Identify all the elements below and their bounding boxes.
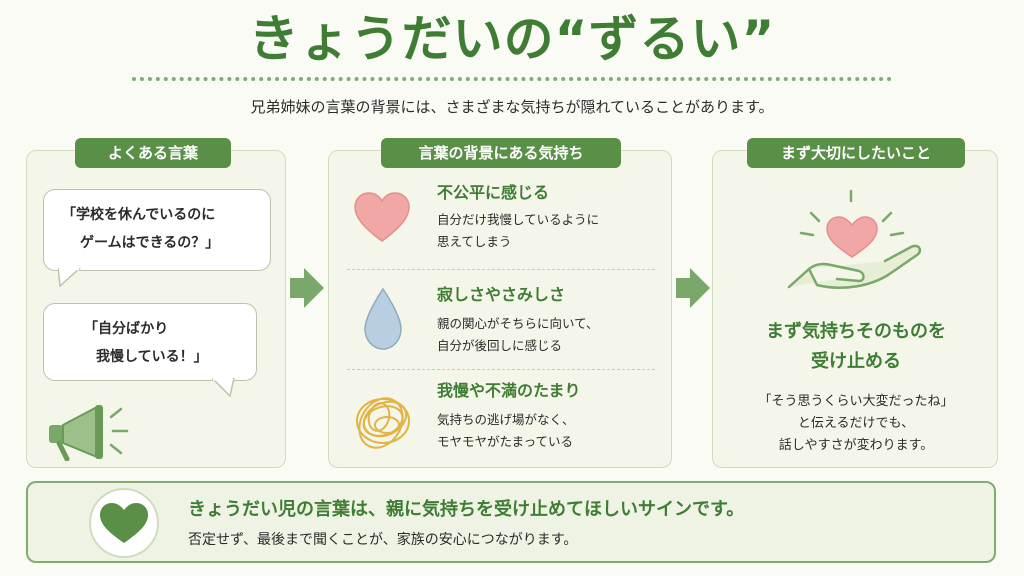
divider: [347, 369, 655, 370]
priority-note-line: 話しやすさが変わります。: [778, 438, 934, 453]
bubble-2-line-2: 我慢している！」: [96, 349, 208, 365]
priority-panel: まず大切にしたいこと まず気持ちそのものを 受け止める 「そう思うくらい大変だっ…: [712, 138, 999, 468]
page-subtitle: 兄弟姉妹の言葉の背景には、さまざまな気持ちが隠れていることがあります。: [250, 98, 774, 116]
feeling-desc-line: 自分が後回しに感じる: [437, 338, 563, 353]
priority-note: 「そう思うくらい大変だったね」 と伝えるだけでも、 話しやすさが変わります。: [713, 391, 999, 457]
heart-icon: [354, 192, 410, 242]
key-message-box: きょうだい児の言葉は、親に気持ちを受け止めてほしいサインです。 否定せず、最後ま…: [26, 481, 996, 563]
feeling-description: 親の関心がそちらに向いて、 自分が後回しに感じる: [437, 313, 667, 357]
title-divider: [132, 77, 892, 81]
flow-arrow-2: [676, 268, 710, 308]
bubble-1-line-1: 「学校を休んでいるのに: [62, 207, 216, 223]
common-words-header: よくある言葉: [75, 138, 231, 168]
feeling-item-unfair: 不公平に感じる 自分だけ我慢しているように 思えてしまう: [329, 171, 673, 271]
feeling-desc-line: 自分だけ我慢しているように: [437, 212, 600, 227]
feeling-desc-line: モヤモヤがたまっている: [437, 434, 574, 449]
flow-arrow-1: [290, 268, 324, 308]
priority-main-line: 受け止める: [811, 351, 901, 372]
feeling-desc-line: 気持ちの逃げ場がなく、: [437, 412, 575, 427]
feeling-description: 自分だけ我慢しているように 思えてしまう: [437, 209, 667, 253]
priority-header: まず大切にしたいこと: [747, 138, 965, 168]
feeling-title: 我慢や不満のたまり: [437, 381, 581, 400]
feelings-header: 言葉の背景にある気持ち: [381, 138, 621, 168]
priority-main-line: まず気持ちそのものを: [766, 321, 946, 342]
feelings-panel: 言葉の背景にある気持ち 不公平に感じる 自分だけ我慢しているように 思えてしまう…: [328, 138, 673, 468]
hand-holding-heart-icon: [787, 189, 922, 289]
common-words-panel: よくある言葉 「学校を休んでいるのに ゲームはできるの？」 「自分ばかり 我慢し…: [26, 138, 286, 468]
bubble-1-line-2: ゲームはできるの？」: [80, 235, 220, 251]
water-drop-icon: [364, 287, 402, 350]
speech-bubble-tail: [212, 378, 235, 398]
key-message-sub: 否定せず、最後まで聞くことが、家族の安心につながります。: [188, 532, 578, 548]
heart-icon: [89, 488, 159, 558]
feeling-desc-line: 親の関心がそちらに向いて、: [437, 316, 599, 331]
speech-bubble-tail: [58, 268, 82, 288]
feeling-item-loneliness: 寂しさやさみしさ 親の関心がそちらに向いて、 自分が後回しに感じる: [329, 275, 673, 375]
megaphone-icon: [49, 405, 129, 461]
bubble-2-line-1: 「自分ばかり: [84, 321, 169, 337]
tangle-icon: [356, 397, 410, 449]
page-title: きょうだいの“ずるい”: [248, 10, 776, 68]
priority-note-line: と伝えるだけでも、: [797, 416, 915, 431]
feeling-description: 気持ちの逃げ場がなく、 モヤモヤがたまっている: [437, 409, 667, 453]
divider: [347, 269, 655, 270]
feeling-desc-line: 思えてしまう: [437, 234, 512, 249]
key-message-main: きょうだい児の言葉は、親に気持ちを受け止めてほしいサインです。: [188, 499, 745, 520]
feeling-title: 寂しさやさみしさ: [437, 285, 566, 304]
speech-bubble-1: 「学校を休んでいるのに ゲームはできるの？」: [43, 189, 271, 288]
feeling-item-frustration: 我慢や不満のたまり 気持ちの逃げ場がなく、 モヤモヤがたまっている: [329, 373, 673, 473]
priority-note-line: 「そう思うくらい大変だったね」: [758, 394, 954, 409]
speech-bubble-2: 「自分ばかり 我慢している！」: [43, 303, 257, 398]
feeling-title: 不公平に感じる: [437, 183, 550, 202]
priority-main-message: まず気持ちそのものを 受け止める: [713, 317, 999, 377]
